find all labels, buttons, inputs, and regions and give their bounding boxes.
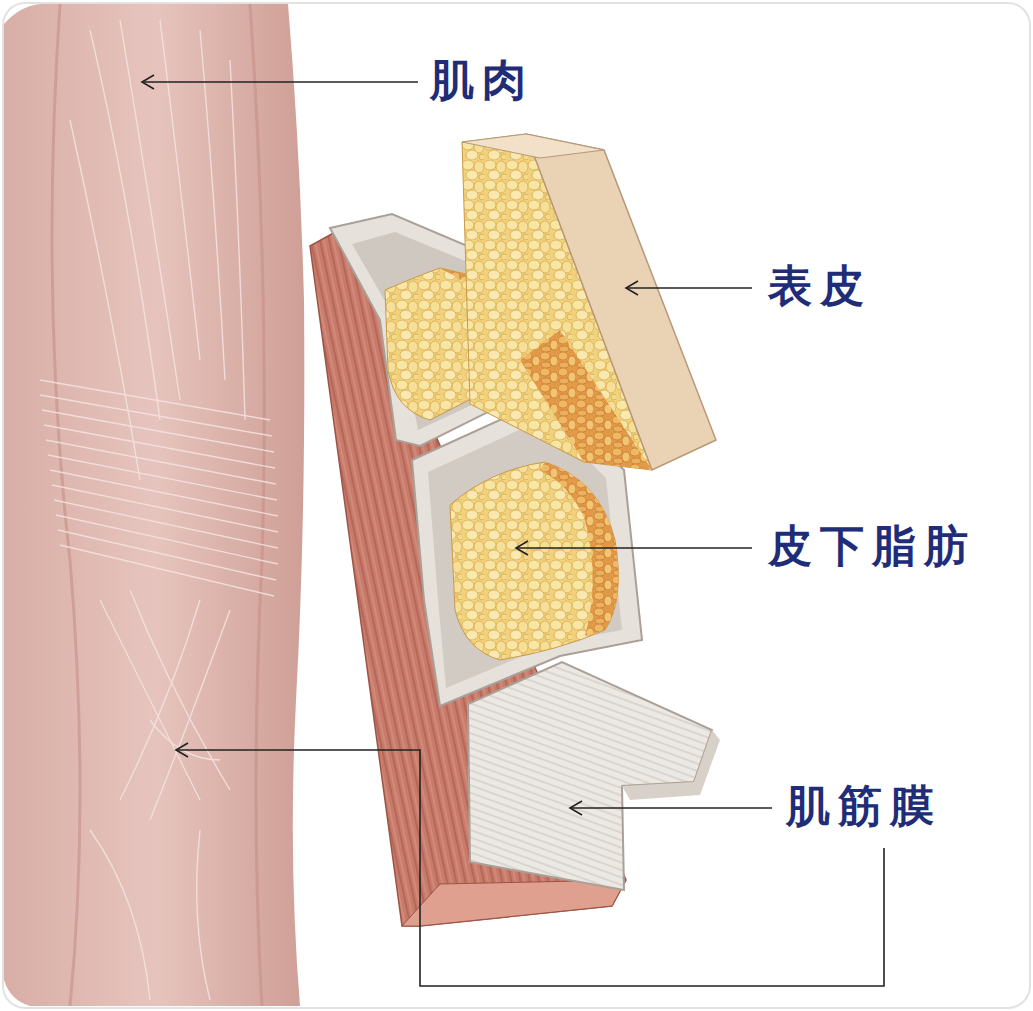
part-label: 肌肉 bbox=[428, 56, 536, 104]
part-label: 肌筋膜 bbox=[784, 782, 944, 830]
part-label: 皮下脂肪 bbox=[766, 522, 978, 570]
part-label: 表皮 bbox=[766, 262, 874, 310]
